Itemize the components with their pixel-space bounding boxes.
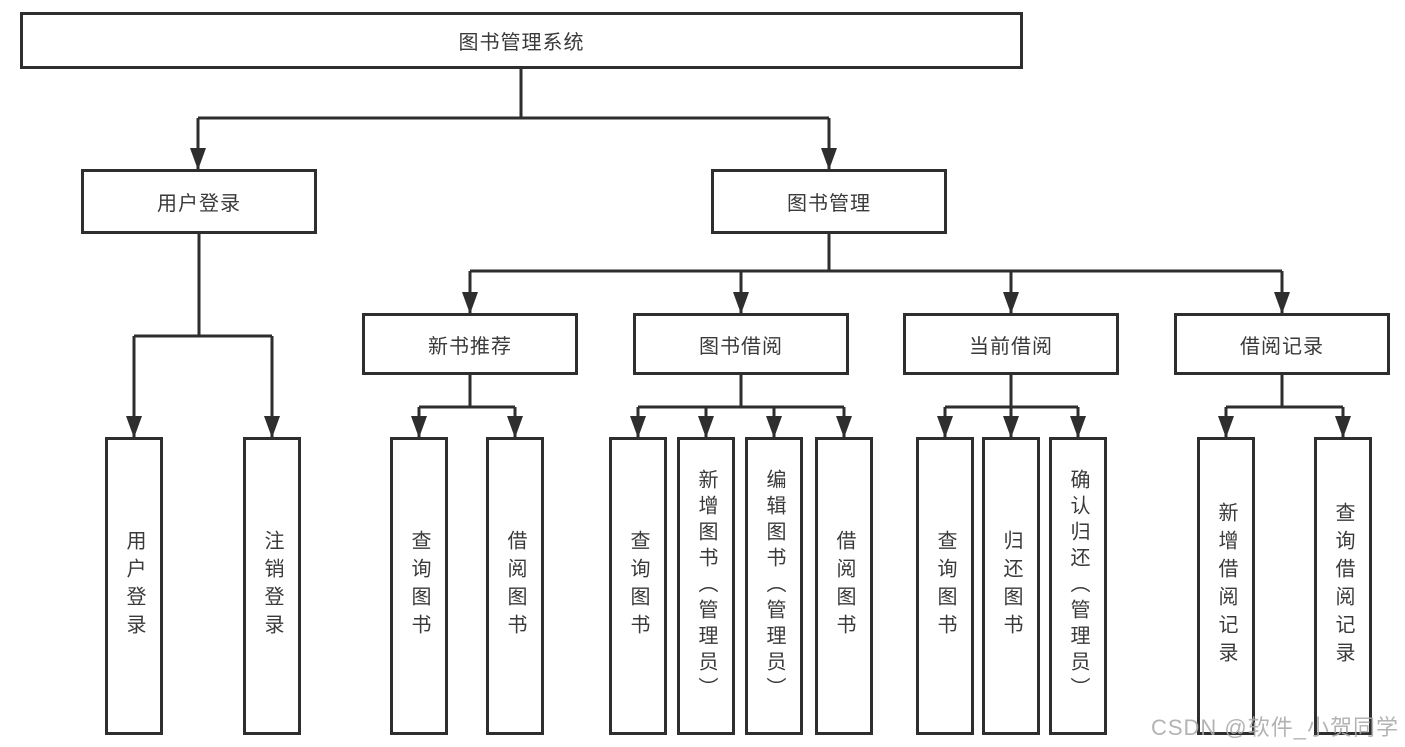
watermark: CSDN @软件_小贺同学 [1150, 715, 1399, 740]
leaf-return-book: 归还图书 [982, 437, 1040, 735]
leaf-logout: 注销登录 [243, 437, 301, 735]
node-borrow-records: 借阅记录 [1174, 313, 1390, 375]
node-root-system: 图书管理系统 [20, 12, 1023, 69]
node-book-mgmt: 图书管理 [711, 169, 947, 234]
connector-user-login-bus [134, 234, 272, 338]
leaf-user-login: 用户登录 [105, 437, 163, 735]
leaf-add-book-admin: 新增图书（管理员） [677, 437, 735, 735]
connector-book-mgmt-bus [470, 234, 1282, 273]
node-user-login: 用户登录 [81, 169, 317, 234]
connector-root-bus [198, 69, 829, 120]
leaf-query-book-borrow: 查询图书 [609, 437, 667, 735]
connector-new-book-rec-bus [419, 375, 515, 409]
leaf-confirm-return-admin: 确认归还（管理员） [1049, 437, 1107, 735]
connector-book-borrow-bus [638, 375, 844, 409]
leaf-query-borrow-record: 查询借阅记录 [1314, 437, 1372, 735]
connector-current-borrow-bus [945, 375, 1078, 409]
leaf-query-book-rec: 查询图书 [390, 437, 448, 735]
node-current-borrow: 当前借阅 [903, 313, 1119, 375]
leaf-borrow-book-rec: 借阅图书 [486, 437, 544, 735]
leaf-borrow-book: 借阅图书 [815, 437, 873, 735]
leaf-query-book-current: 查询图书 [916, 437, 974, 735]
connector-borrow-records-bus [1226, 375, 1343, 409]
node-new-book-rec: 新书推荐 [362, 313, 578, 375]
leaf-edit-book-admin: 编辑图书（管理员） [745, 437, 803, 735]
node-book-borrow: 图书借阅 [633, 313, 849, 375]
leaf-add-borrow-record: 新增借阅记录 [1197, 437, 1255, 735]
